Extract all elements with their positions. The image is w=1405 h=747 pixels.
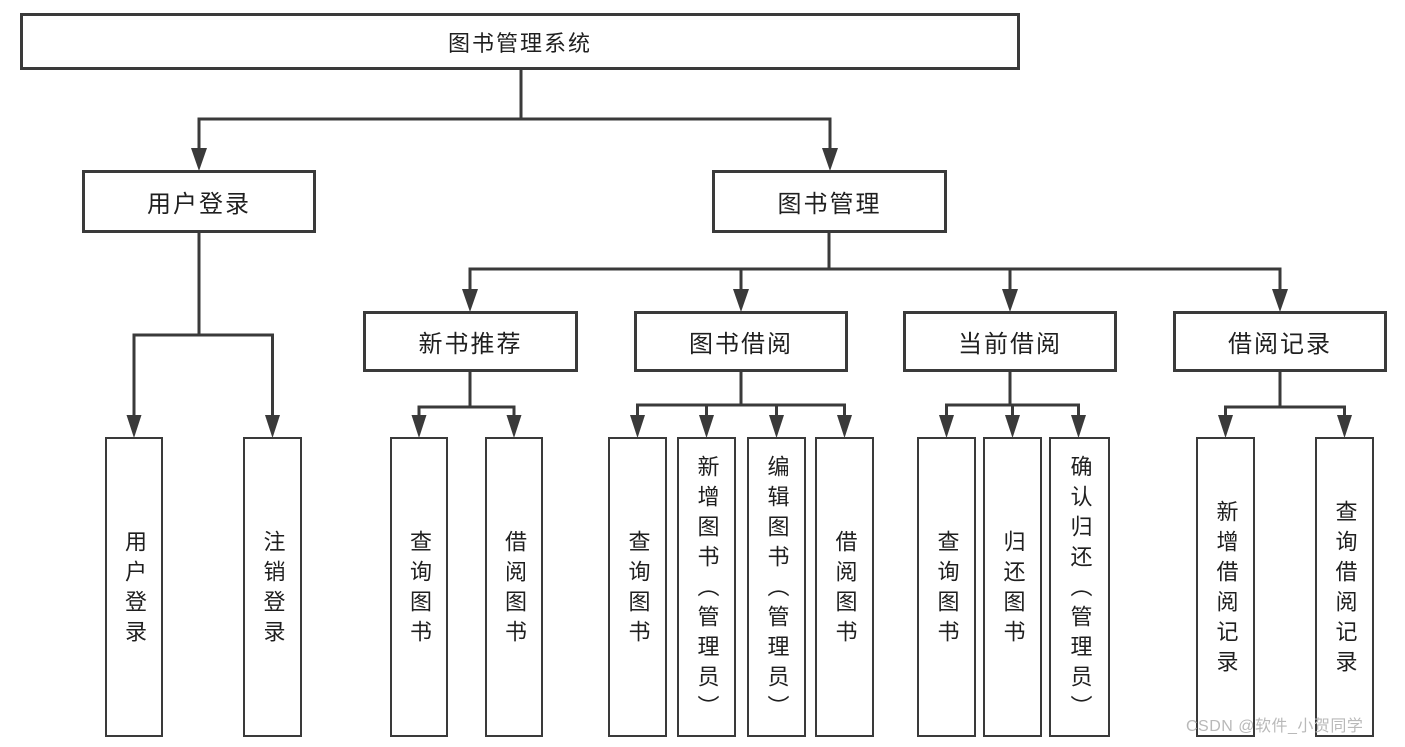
leaf-confirm-return-admin: 确认归还（管理员） bbox=[1049, 437, 1110, 737]
leaf-borrow-books-2: 借阅图书 bbox=[815, 437, 874, 737]
node-new-book-recommend: 新书推荐 bbox=[363, 311, 578, 372]
node-borrow-records: 借阅记录 bbox=[1173, 311, 1387, 372]
leaf-query-books-1: 查询图书 bbox=[390, 437, 448, 737]
csdn-watermark: CSDN @软件_小贺同学 bbox=[1186, 718, 1364, 735]
node-book-management: 图书管理 bbox=[712, 170, 947, 233]
leaf-edit-books-admin: 编辑图书（管理员） bbox=[747, 437, 806, 737]
node-user-login: 用户登录 bbox=[82, 170, 316, 233]
node-current-borrow: 当前借阅 bbox=[903, 311, 1117, 372]
leaf-add-borrow-record: 新增借阅记录 bbox=[1196, 437, 1255, 737]
node-book-borrow: 图书借阅 bbox=[634, 311, 848, 372]
leaf-borrow-books-1: 借阅图书 bbox=[485, 437, 543, 737]
leaf-add-books-admin: 新增图书（管理员） bbox=[677, 437, 736, 737]
leaf-user-login: 用户登录 bbox=[105, 437, 163, 737]
leaf-query-borrow-record: 查询借阅记录 bbox=[1315, 437, 1374, 737]
arrowheads bbox=[126, 148, 1352, 438]
leaf-query-books-3: 查询图书 bbox=[917, 437, 976, 737]
leaf-query-books-2: 查询图书 bbox=[608, 437, 667, 737]
node-root: 图书管理系统 bbox=[20, 13, 1020, 70]
leaf-return-books: 归还图书 bbox=[983, 437, 1042, 737]
leaf-logout: 注销登录 bbox=[243, 437, 302, 737]
